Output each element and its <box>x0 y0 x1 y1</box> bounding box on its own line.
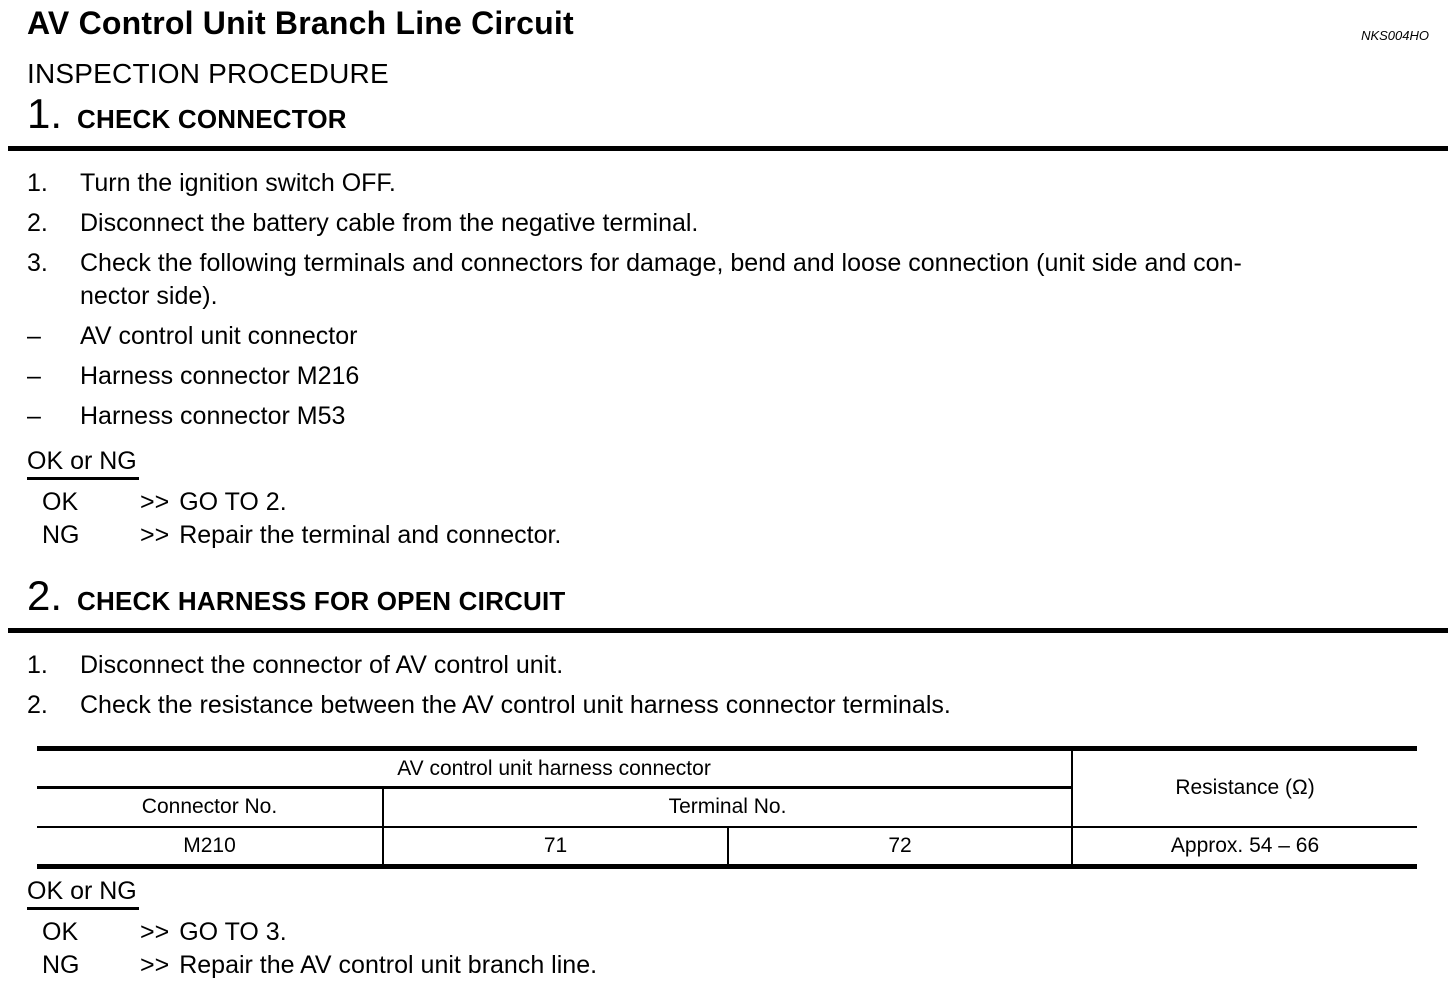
step-text: Disconnect the battery cable from the ne… <box>80 209 699 238</box>
ok-ng-label: OK or NG <box>27 877 139 911</box>
section-1-number: 1. <box>27 90 63 137</box>
harness-connector-spec-table: AV control unit harness connector Resist… <box>37 746 1418 870</box>
result-label: OK <box>42 488 79 517</box>
ok-ng-label: OK or NG <box>27 447 139 481</box>
result-row-ng: NG >> Repair the AV control unit branch … <box>27 949 1429 982</box>
step-number: 2. <box>27 691 48 720</box>
section-2-number: 2. <box>27 572 63 620</box>
table-cell-resistance: Approx. 54 – 66 <box>1071 826 1418 867</box>
section-2: 2. CHECK HARNESS FOR OPEN CIRCUIT 1. Dis… <box>8 572 1448 982</box>
section-1: 1. CHECK CONNECTOR 1. Turn the ignition … <box>8 90 1448 552</box>
bullet-item: – AV control unit connector <box>27 320 1429 353</box>
result-row-ng: NG >> Repair the terminal and connector. <box>27 519 1429 552</box>
section-divider-rule <box>8 628 1448 634</box>
section-2-steps: 1. Disconnect the connector of AV contro… <box>27 649 1429 722</box>
step-item: 3. Check the following terminals and con… <box>27 247 1429 313</box>
table-cell-terminal-1: 71 <box>382 826 728 867</box>
step-item: 2. Disconnect the battery cable from the… <box>27 207 1429 240</box>
result-arrow: >> <box>140 918 170 947</box>
section-divider-rule <box>8 146 1448 152</box>
step-number: 3. <box>27 249 48 278</box>
result-arrow: >> <box>140 951 170 980</box>
step-text: Disconnect the connector of AV control u… <box>80 651 564 680</box>
section-1-heading: 1. CHECK CONNECTOR <box>27 90 1429 137</box>
step-number: 1. <box>27 169 48 198</box>
result-label: OK <box>42 918 79 947</box>
table-header-terminal-no: Terminal No. <box>381 787 1073 828</box>
page-header: AV Control Unit Branch Line Circuit NKS0… <box>27 0 1429 43</box>
procedure-subtitle: INSPECTION PROCEDURE <box>27 58 389 89</box>
result-row-ok: OK >> GO TO 3. <box>27 916 1429 949</box>
document-code: NKS004HO <box>1361 28 1429 43</box>
dash-marker: – <box>27 402 41 431</box>
result-label: NG <box>42 521 80 550</box>
result-text: GO TO 3. <box>179 918 287 947</box>
section-2-heading: 2. CHECK HARNESS FOR OPEN CIRCUIT <box>27 572 1429 620</box>
bullet-text: AV control unit connector <box>80 322 358 351</box>
step-text: Check the following terminals and connec… <box>80 249 1242 311</box>
dash-marker: – <box>27 362 41 391</box>
table-header-resistance: Resistance (Ω) <box>1071 748 1418 828</box>
table-group-header: AV control unit harness connector <box>37 748 1073 790</box>
result-text: GO TO 2. <box>179 488 287 517</box>
result-arrow: >> <box>140 521 170 550</box>
section-1-results: OK >> GO TO 2. NG >> Repair the terminal… <box>27 486 1429 552</box>
section-2-title: CHECK HARNESS FOR OPEN CIRCUIT <box>77 586 566 617</box>
section-1-steps: 1. Turn the ignition switch OFF. 2. Disc… <box>27 167 1429 433</box>
step-number: 2. <box>27 209 48 238</box>
table-cell-terminal-2: 72 <box>726 826 1073 867</box>
step-text: Check the resistance between the AV cont… <box>80 691 951 720</box>
step-item: 1. Turn the ignition switch OFF. <box>27 167 1429 200</box>
step-item: 1. Disconnect the connector of AV contro… <box>27 649 1429 682</box>
bullet-item: – Harness connector M216 <box>27 360 1429 393</box>
section-2-results: OK >> GO TO 3. NG >> Repair the AV contr… <box>27 916 1429 982</box>
ok-ng-heading: OK or NG <box>27 447 1429 481</box>
step-text: Turn the ignition switch OFF. <box>80 169 396 198</box>
result-text: Repair the AV control unit branch line. <box>179 951 598 980</box>
table-header-connector-no: Connector No. <box>37 787 383 828</box>
step-item: 2. Check the resistance between the AV c… <box>27 689 1429 722</box>
ok-ng-heading: OK or NG <box>27 877 1429 911</box>
bullet-text: Harness connector M53 <box>80 402 346 431</box>
page-title: AV Control Unit Branch Line Circuit <box>27 5 574 41</box>
result-row-ok: OK >> GO TO 2. <box>27 486 1429 519</box>
table-cell-connector-no: M210 <box>183 833 236 857</box>
section-1-title: CHECK CONNECTOR <box>77 104 347 134</box>
bullet-text: Harness connector M216 <box>80 362 360 391</box>
bullet-item: – Harness connector M53 <box>27 400 1429 433</box>
dash-marker: – <box>27 322 41 351</box>
result-text: Repair the terminal and connector. <box>179 521 562 550</box>
step-number: 1. <box>27 651 48 680</box>
result-arrow: >> <box>140 488 170 517</box>
result-label: NG <box>42 951 80 980</box>
